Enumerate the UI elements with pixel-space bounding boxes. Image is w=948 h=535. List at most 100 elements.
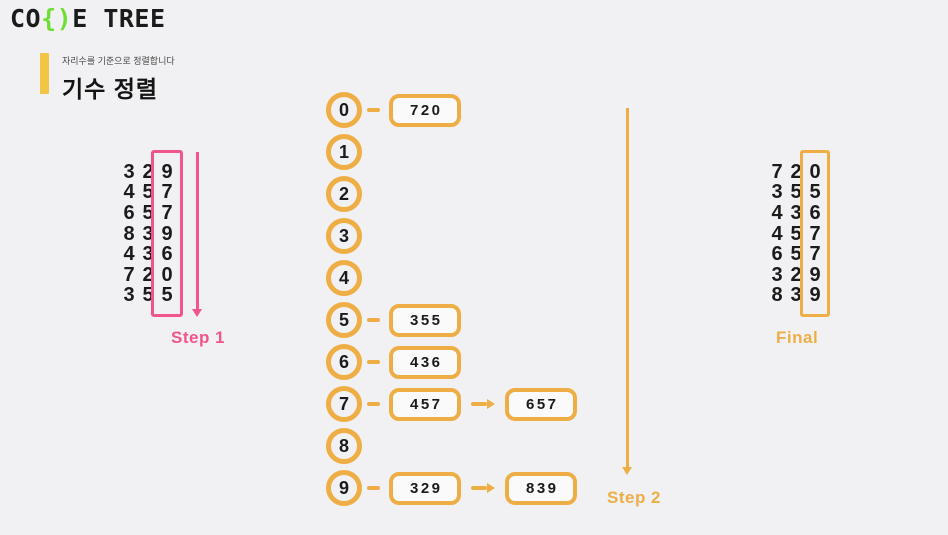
bucket-circle: 5	[326, 302, 362, 338]
bucket-value-box: 839	[505, 471, 577, 505]
digit: 5	[161, 284, 173, 307]
digit: 3	[790, 201, 802, 224]
right-arrow-icon	[471, 486, 487, 490]
digit: 9	[809, 284, 821, 307]
bucket-row-2: 2	[326, 176, 362, 212]
bucket-circle: 3	[326, 218, 362, 254]
step1-label: Step 1	[171, 328, 226, 347]
title-block: 자리수를 기준으로 정렬합니다 기수 정렬	[40, 53, 175, 104]
digit: 6	[161, 243, 173, 266]
digit: 0	[809, 160, 821, 183]
digit: 5	[790, 181, 802, 204]
bucket-row-4: 4	[326, 260, 362, 296]
bucket-value-box: 457	[389, 387, 461, 421]
digit: 5	[790, 222, 802, 245]
bucket-circle: 2	[326, 176, 362, 212]
digit: 2	[142, 160, 154, 183]
digit: 7	[771, 160, 783, 183]
digit: 9	[161, 160, 173, 183]
digit: 4	[123, 181, 135, 204]
bucket-circle: 8	[326, 428, 362, 464]
step2-down-arrow-icon	[626, 108, 629, 468]
digit: 8	[123, 222, 135, 245]
title-text-group: 자리수를 기준으로 정렬합니다 기수 정렬	[62, 53, 175, 104]
digit: 7	[161, 201, 173, 224]
digit: 0	[161, 263, 173, 286]
digit: 7	[123, 263, 135, 286]
digit: 8	[771, 284, 783, 307]
digit: 9	[809, 263, 821, 286]
slide-title: 기수 정렬	[62, 76, 159, 102]
title-accent-bar	[40, 53, 49, 94]
bucket-circle: 7	[326, 386, 362, 422]
digit: 3	[790, 284, 802, 307]
bucket-row-1: 1	[326, 134, 362, 170]
step1-highlight-rect	[151, 150, 183, 317]
digit: 6	[771, 243, 783, 266]
digit: 3	[142, 243, 154, 266]
bucket-row-9: 9 329 839	[326, 470, 577, 506]
digit: 4	[771, 201, 783, 224]
right-arrow-icon	[471, 402, 487, 406]
connector-dash	[367, 486, 380, 490]
bucket-row-3: 3	[326, 218, 362, 254]
digit: 7	[809, 243, 821, 266]
bucket-row-5: 5 355	[326, 302, 461, 338]
digit: 7	[809, 222, 821, 245]
bucket-row-6: 6 436	[326, 344, 461, 380]
bucket-value-box: 657	[505, 387, 577, 421]
digit: 5	[142, 284, 154, 307]
step1-down-arrow-icon	[196, 152, 199, 310]
connector-dash	[367, 402, 380, 406]
bucket-circle: 6	[326, 344, 362, 380]
digit: 2	[790, 160, 802, 183]
digit: 3	[123, 160, 135, 183]
digit: 2	[790, 263, 802, 286]
digit: 5	[790, 243, 802, 266]
bucket-value-box: 355	[389, 303, 461, 337]
bucket-value-box: 436	[389, 345, 461, 379]
step2-label: Step 2	[607, 488, 662, 507]
digit: 5	[809, 181, 821, 204]
logo-text-post: E TREE	[72, 4, 166, 33]
digit: 4	[123, 243, 135, 266]
bucket-row-7: 7 457 657	[326, 386, 577, 422]
slide-subtitle: 자리수를 기준으로 정렬합니다	[62, 56, 175, 66]
bucket-circle: 4	[326, 260, 362, 296]
digit: 5	[142, 181, 154, 204]
digit: 4	[771, 222, 783, 245]
digit: 5	[142, 201, 154, 224]
digit: 9	[161, 222, 173, 245]
bucket-circle: 1	[326, 134, 362, 170]
digit: 3	[771, 263, 783, 286]
bucket-value-box: 720	[389, 93, 461, 127]
digit: 3	[123, 284, 135, 307]
connector-dash	[367, 108, 380, 112]
digit: 3	[142, 222, 154, 245]
final-label: Final	[776, 328, 819, 347]
connector-dash	[367, 318, 380, 322]
connector-dash	[367, 360, 380, 364]
bucket-value-box: 329	[389, 471, 461, 505]
bucket-circle: 9	[326, 470, 362, 506]
final-highlight-rect	[800, 150, 830, 317]
digit: 6	[809, 201, 821, 224]
digit: 2	[142, 263, 154, 286]
